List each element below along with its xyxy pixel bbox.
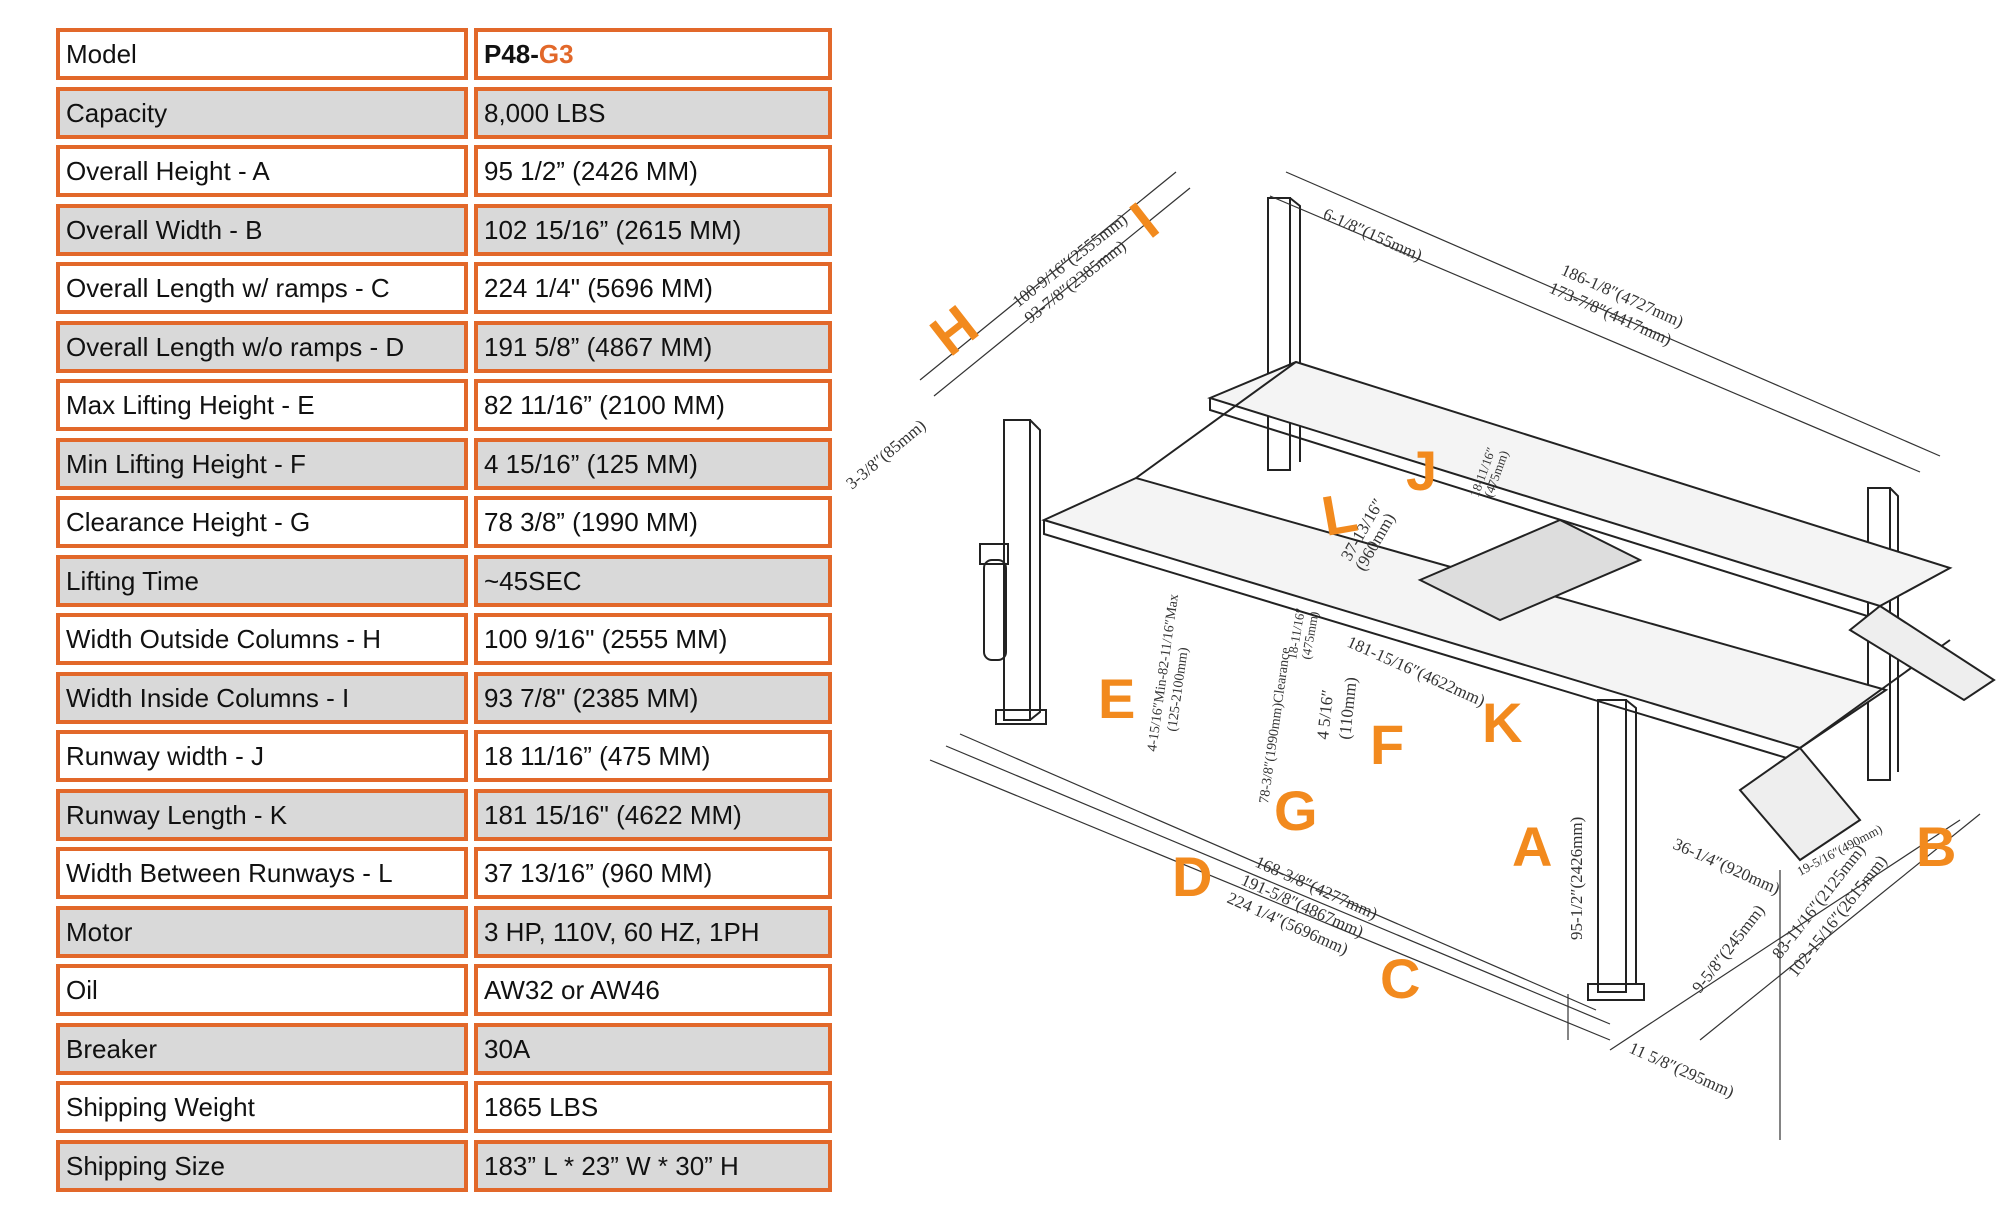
rolling-jack <box>1417 518 1643 622</box>
dim-min-height: 4 5/16″ <box>1313 689 1337 741</box>
column-back-right <box>1867 487 1899 781</box>
spec-label: Width Outside Columns - H <box>56 613 468 665</box>
lift-diagram: 100-9/16″(2555mm) 93-7/8″(2385mm) 6-1/8″… <box>842 171 1996 1140</box>
spec-value: 78 3/8” (1990 MM) <box>474 496 832 548</box>
dim-ramp: 36-1/4″(920mm) <box>1670 834 1783 898</box>
spec-value: 181 15/16" (4622 MM) <box>474 788 832 841</box>
letter-f: F <box>1370 713 1404 776</box>
spec-value: 82 11/16” (2100 MM) <box>474 379 832 431</box>
spec-label: Motor <box>56 905 468 958</box>
spec-row-model: Model P48-G3 <box>56 28 832 80</box>
spec-label: Model <box>56 28 468 80</box>
letter-b: B <box>1916 815 1956 878</box>
ramp-front-left <box>1738 746 1862 862</box>
spec-value: 102 15/16” (2615 MM) <box>474 203 832 256</box>
spec-value: 37 13/16” (960 MM) <box>474 847 832 899</box>
spec-value: AW32 or AW46 <box>474 964 832 1016</box>
spec-value: 1865 LBS <box>474 1081 832 1133</box>
spec-value-model: P48-G3 <box>474 28 832 80</box>
dim-foot-2: 11 5/8″(295mm) <box>1626 1038 1737 1101</box>
spec-label: Max Lifting Height - E <box>56 379 468 431</box>
dim-column-offset: 6-1/8″(155mm) <box>1320 204 1425 265</box>
letter-k: K <box>1482 691 1522 754</box>
spec-label: Runway Length - K <box>56 788 468 841</box>
spec-value: 18 11/16” (475 MM) <box>474 730 832 782</box>
spec-value: 93 7/8" (2385 MM) <box>474 671 832 724</box>
spec-value: 183” L * 23” W * 30” H <box>474 1139 832 1192</box>
spec-label: Clearance Height - G <box>56 496 468 548</box>
dim-height: 95-1/2″(2426mm) <box>1567 817 1586 940</box>
dim-foot: 9-5/8″(245mm) <box>1688 901 1768 996</box>
spec-value: ~45SEC <box>474 554 832 607</box>
model-prefix: P48- <box>484 39 539 69</box>
spec-value: 3 HP, 110V, 60 HZ, 1PH <box>474 905 832 958</box>
dim-side: 3-3/8″(85mm) <box>842 416 929 493</box>
spec-row: Lifting Time~45SEC <box>56 554 832 607</box>
column-front-left <box>995 419 1047 725</box>
ramp-front-right <box>1848 604 1996 702</box>
spec-label: Overall Length w/o ramps - D <box>56 320 468 373</box>
spec-value: 30A <box>474 1022 832 1075</box>
spec-label: Overall Width - B <box>56 203 468 256</box>
power-unit <box>983 559 1007 661</box>
spec-value: 4 15/16” (125 MM) <box>474 437 832 490</box>
spec-label: Overall Length w/ ramps - C <box>56 262 468 314</box>
spec-value: 8,000 LBS <box>474 86 832 139</box>
column-front-right <box>1587 699 1645 1001</box>
cross-beam-rear <box>1135 361 1297 479</box>
letter-j: J <box>1406 439 1437 502</box>
spec-value: 191 5/8” (4867 MM) <box>474 320 832 373</box>
spec-label: Breaker <box>56 1022 468 1075</box>
motor <box>979 543 1009 565</box>
spec-value: 224 1/4" (5696 MM) <box>474 262 832 314</box>
model-accent: G3 <box>538 39 574 69</box>
spec-label: Oil <box>56 964 468 1016</box>
spec-label: Shipping Size <box>56 1139 468 1192</box>
dimension-letters: A B C D E F G H I J K L <box>919 190 1957 1010</box>
spec-label: Capacity <box>56 86 468 139</box>
lift-drawing <box>979 197 1996 1001</box>
letter-e: E <box>1098 667 1135 730</box>
spec-label: Lifting Time <box>56 554 468 607</box>
spec-label: Runway width - J <box>56 730 468 782</box>
letter-g: G <box>1274 779 1318 842</box>
spec-label: Width Inside Columns - I <box>56 671 468 724</box>
spec-label: Shipping Weight <box>56 1081 468 1133</box>
spec-label: Width Between Runways - L <box>56 847 468 899</box>
letter-d: D <box>1172 845 1212 908</box>
letter-c: C <box>1380 947 1420 1010</box>
spec-value: 100 9/16" (2555 MM) <box>474 613 832 665</box>
dim-min-height-mm: (110mm) <box>1335 676 1360 740</box>
letter-h: H <box>919 293 990 368</box>
spec-value: 95 1/2” (2426 MM) <box>474 145 832 197</box>
spec-label: Min Lifting Height - F <box>56 437 468 490</box>
spec-label: Overall Height - A <box>56 145 468 197</box>
letter-a: A <box>1512 815 1552 878</box>
dimension-lines <box>919 171 1981 1140</box>
